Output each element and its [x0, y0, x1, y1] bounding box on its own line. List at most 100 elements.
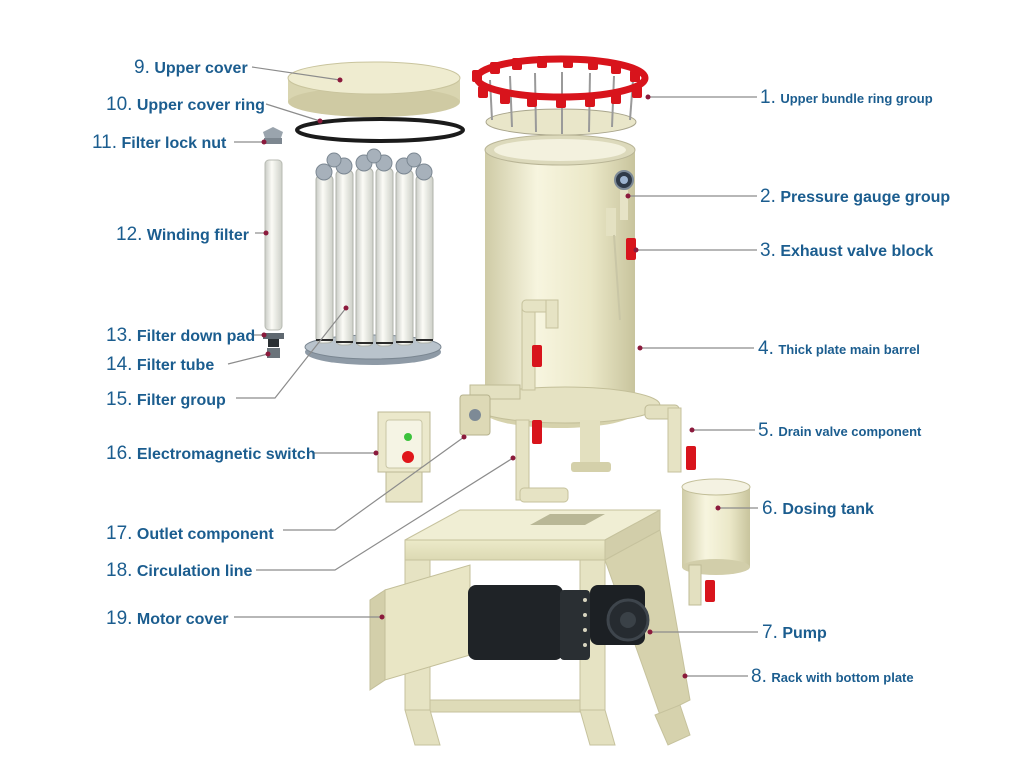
label-6-number: 6.	[762, 498, 778, 519]
label-5-number: 5.	[758, 420, 774, 441]
pressure-gauge	[614, 170, 634, 220]
label-18: 18. Circulation line	[106, 561, 252, 580]
filter-lock-nut	[263, 127, 283, 144]
label-7-number: 7.	[762, 622, 778, 643]
leader-dot-4	[637, 345, 643, 351]
label-4-number: 4.	[758, 338, 774, 359]
leader-dot-1	[645, 94, 651, 100]
label-11-number: 11.	[92, 132, 118, 153]
rack	[404, 509, 691, 746]
label-3-text: Exhaust valve block	[780, 243, 934, 260]
leader-dot-8	[682, 673, 688, 679]
upper-bundle-ring	[472, 55, 649, 136]
label-9-number: 9.	[134, 57, 150, 78]
label-1: 1. Upper bundle ring group	[760, 88, 933, 107]
label-7: 7. Pump	[762, 623, 827, 642]
label-14: 14. Filter tube	[106, 355, 214, 374]
leader-dot-18	[510, 455, 516, 461]
label-8-number: 8.	[751, 666, 767, 687]
leader-line-10	[265, 103, 321, 122]
filter-group	[304, 148, 442, 365]
label-16: 16. Electromagnetic switch	[106, 444, 316, 463]
leader-dot-17	[461, 434, 467, 440]
dosing-tank	[681, 478, 751, 606]
label-18-text: Circulation line	[136, 563, 253, 580]
label-6: 6. Dosing tank	[762, 499, 874, 518]
leader-dot-12	[263, 230, 269, 236]
leader-dot-7	[647, 629, 653, 635]
label-12-number: 12.	[116, 224, 143, 245]
leader-dot-19	[379, 614, 385, 620]
leader-lines	[227, 66, 758, 677]
leader-dot-9	[337, 77, 343, 83]
leader-dot-6	[715, 505, 721, 511]
leader-dot-10	[317, 118, 323, 124]
label-16-number: 16.	[106, 443, 133, 464]
leader-dot-14	[265, 351, 271, 357]
label-15-number: 15.	[106, 389, 133, 410]
label-7-text: Pump	[782, 625, 827, 642]
leader-dot-11	[261, 139, 267, 145]
label-14-number: 14.	[106, 354, 133, 375]
drain-valve	[644, 404, 696, 473]
label-2-number: 2.	[760, 186, 776, 207]
leader-line-17	[283, 436, 465, 531]
label-19-number: 19.	[106, 608, 133, 629]
label-10-text: Upper cover ring	[136, 97, 265, 114]
label-9: 9. Upper cover	[134, 58, 248, 77]
leader-dot-16	[373, 450, 379, 456]
label-13-text: Filter down pad	[136, 328, 256, 345]
label-6-text: Dosing tank	[782, 501, 874, 518]
label-13-number: 13.	[106, 325, 133, 346]
label-17-number: 17.	[106, 523, 133, 544]
outlet-component	[459, 384, 521, 436]
label-17-text: Outlet component	[136, 526, 274, 543]
label-5-text: Drain valve component	[778, 424, 922, 439]
label-10: 10. Upper cover ring	[106, 95, 265, 114]
main-barrel	[469, 134, 661, 472]
label-1-text: Upper bundle ring group	[780, 91, 933, 106]
leader-dot-3	[633, 247, 639, 253]
leader-line-15	[236, 307, 347, 399]
label-18-number: 18.	[106, 560, 133, 581]
label-17: 17. Outlet component	[106, 524, 274, 543]
label-3: 3. Exhaust valve block	[760, 241, 933, 260]
winding-filter	[264, 159, 283, 331]
leader-dots	[261, 77, 721, 679]
upper-cover	[287, 61, 461, 117]
label-8: 8. Rack with bottom plate	[751, 667, 914, 686]
label-1-number: 1.	[760, 87, 776, 108]
label-5: 5. Drain valve component	[758, 421, 921, 440]
leader-dot-5	[689, 427, 695, 433]
label-2: 2. Pressure gauge group	[760, 187, 950, 206]
exhaust-valve	[606, 208, 636, 321]
label-11-text: Filter lock nut	[121, 135, 227, 152]
label-19: 19. Motor cover	[106, 609, 228, 628]
pump	[468, 585, 650, 660]
label-2-text: Pressure gauge group	[780, 189, 951, 206]
leader-dot-2	[625, 193, 631, 199]
label-4: 4. Thick plate main barrel	[758, 339, 920, 358]
upper-cover-ring	[295, 117, 465, 143]
label-14-text: Filter tube	[136, 357, 215, 374]
filter-tube	[267, 348, 280, 358]
label-19-text: Motor cover	[136, 611, 229, 628]
label-9-text: Upper cover	[154, 60, 248, 77]
label-8-text: Rack with bottom plate	[771, 670, 914, 685]
leader-dot-15	[343, 305, 349, 311]
filter-down-pad	[263, 333, 284, 347]
label-3-number: 3.	[760, 240, 776, 261]
leader-line-9	[251, 66, 341, 81]
label-12-text: Winding filter	[146, 227, 249, 244]
label-15: 15. Filter group	[106, 390, 226, 409]
label-4-text: Thick plate main barrel	[778, 342, 920, 357]
label-10-number: 10.	[106, 94, 133, 115]
circulation-line	[515, 299, 569, 503]
label-15-text: Filter group	[136, 392, 226, 409]
label-16-text: Electromagnetic switch	[136, 446, 316, 463]
label-12: 12. Winding filter	[116, 225, 249, 244]
leader-line-18	[256, 457, 514, 571]
leader-line-14	[227, 353, 269, 365]
